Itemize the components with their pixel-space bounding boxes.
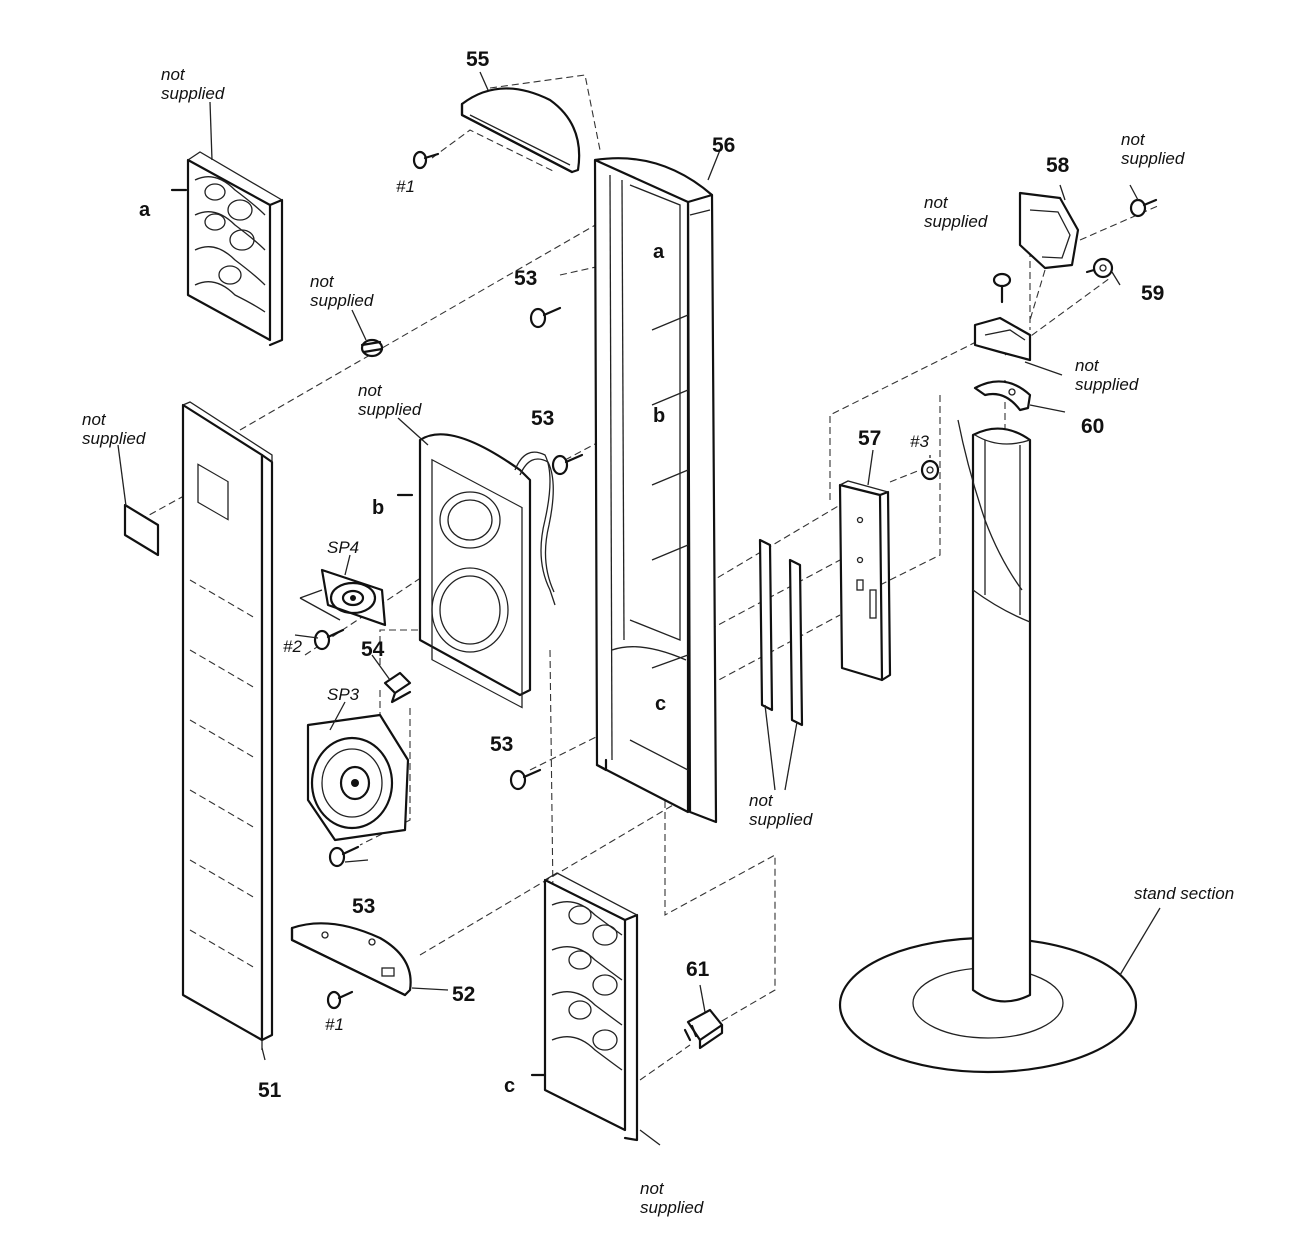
speaker-label-sp4: SP4 bbox=[327, 538, 359, 557]
ref-letter-b-column: b bbox=[653, 405, 665, 427]
speaker-baffle-frame bbox=[396, 433, 532, 709]
ref-letter-c-bracket: c bbox=[504, 1075, 515, 1097]
ref-letter-a-column: a bbox=[653, 241, 665, 263]
not-supplied-label: supplied bbox=[310, 291, 374, 310]
part-number-60: 60 bbox=[1081, 415, 1104, 438]
not-supplied-label: not bbox=[310, 272, 335, 291]
not-supplied-label: not bbox=[924, 193, 949, 212]
part-number-51: 51 bbox=[258, 1079, 282, 1102]
part-58-plate bbox=[1018, 191, 1080, 270]
part-number-53-sp3: 53 bbox=[352, 895, 375, 918]
part-number-53-upper: 53 bbox=[514, 267, 537, 290]
support-rails bbox=[758, 538, 804, 727]
not-supplied-label: not bbox=[1075, 356, 1100, 375]
screw-icon bbox=[1085, 257, 1114, 279]
part-number-59: 59 bbox=[1141, 282, 1164, 305]
not-supplied-label: supplied bbox=[1121, 149, 1185, 168]
spring-insert-icon bbox=[360, 338, 384, 358]
screw-label-1-bottom: #1 bbox=[325, 1015, 344, 1034]
stand-section bbox=[838, 419, 1138, 1074]
speaker-sp4-tweeter bbox=[299, 568, 387, 627]
screw-icon bbox=[509, 768, 542, 791]
part-number-53-lower: 53 bbox=[490, 733, 513, 756]
part-60-clip bbox=[973, 380, 1032, 412]
part-number-54: 54 bbox=[361, 638, 385, 661]
ref-letter-a-bracket: a bbox=[139, 199, 151, 221]
not-supplied-label: not bbox=[640, 1179, 665, 1198]
part-57-rear-bracket bbox=[838, 480, 892, 682]
ref-letter-b-frame: b bbox=[372, 497, 384, 519]
not-supplied-label: not bbox=[358, 381, 383, 400]
not-supplied-label: supplied bbox=[1075, 375, 1139, 394]
screw-icon bbox=[992, 272, 1012, 304]
part-51-front-panel bbox=[181, 401, 274, 1050]
part-number-53-middle: 53 bbox=[531, 407, 554, 430]
part-61-connector bbox=[683, 1008, 724, 1050]
screw-icon bbox=[412, 150, 440, 170]
not-supplied-label: not bbox=[749, 791, 774, 810]
terminal-bracket-a bbox=[170, 151, 284, 347]
screws bbox=[313, 150, 1158, 1010]
part-number-58: 58 bbox=[1046, 154, 1070, 177]
part-54-clip bbox=[383, 671, 412, 704]
part-number-55: 55 bbox=[466, 48, 490, 71]
not-supplied-label: not bbox=[82, 410, 107, 429]
mounting-bracket bbox=[973, 316, 1032, 362]
screw-icon bbox=[328, 845, 360, 868]
not-supplied-label: supplied bbox=[358, 400, 422, 419]
stand-section-label: stand section bbox=[1134, 884, 1234, 903]
screw-icon bbox=[529, 306, 562, 329]
part-55-top-cap bbox=[460, 87, 581, 174]
screw-icon bbox=[313, 628, 345, 651]
part-number-56: 56 bbox=[712, 134, 735, 157]
not-supplied-label: supplied bbox=[82, 429, 146, 448]
part-number-52: 52 bbox=[452, 983, 475, 1006]
screw-icon bbox=[551, 453, 584, 476]
screw-label-2: #2 bbox=[283, 637, 302, 656]
label-sticker bbox=[123, 503, 160, 557]
part-number-57: 57 bbox=[858, 427, 881, 450]
wire-harness bbox=[514, 451, 556, 606]
not-supplied-label: supplied bbox=[924, 212, 988, 231]
screw-label-3: #3 bbox=[910, 432, 929, 451]
leader-lines bbox=[117, 71, 1161, 1146]
terminal-bracket-c bbox=[530, 872, 639, 1142]
not-supplied-label: not bbox=[1121, 130, 1146, 149]
screw-icon bbox=[326, 990, 354, 1010]
speaker-label-sp3: SP3 bbox=[327, 685, 360, 704]
part-52-bottom-cap bbox=[290, 922, 412, 997]
part-56-main-column bbox=[593, 157, 718, 824]
screw-icon bbox=[920, 459, 940, 481]
not-supplied-label: supplied bbox=[640, 1198, 704, 1217]
not-supplied-label: not bbox=[161, 65, 186, 84]
speaker-sp3-woofer bbox=[306, 713, 410, 842]
not-supplied-label: supplied bbox=[749, 810, 813, 829]
screw-label-1-top: #1 bbox=[396, 177, 415, 196]
ref-letter-c-column: c bbox=[655, 693, 666, 715]
not-supplied-label: supplied bbox=[161, 84, 225, 103]
part-number-61: 61 bbox=[686, 958, 710, 981]
